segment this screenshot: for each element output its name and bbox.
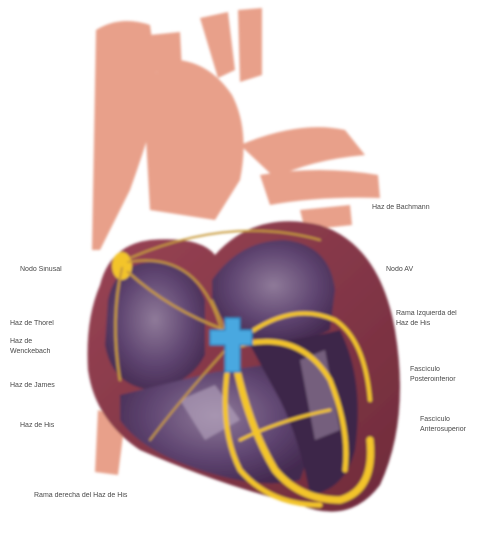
label-haz-james: Haz de James <box>10 382 55 390</box>
label-fasciculo-ant-line2: Anterosuperior <box>420 426 466 434</box>
label-fasciculo-ant-line1: Fascículo <box>420 416 450 424</box>
label-fasciculo-post-line2: Posteroinferior <box>410 376 456 384</box>
label-haz-bachmann: Haz de Bachmann <box>372 204 430 212</box>
label-haz-thorel: Haz de Thorel <box>10 320 54 328</box>
label-haz-wenckebach-line2: Wenckebach <box>10 348 50 356</box>
label-haz-his: Haz de His <box>20 422 54 430</box>
sinus-node <box>112 252 132 280</box>
label-fasciculo-post-line1: Fascículo <box>410 366 440 374</box>
label-rama-izquierda-line2: Haz de His <box>396 320 430 328</box>
label-rama-izquierda-line1: Rama Izquierda del <box>396 310 457 318</box>
label-nodo-sinusal: Nodo Sinusal <box>20 266 62 274</box>
label-rama-derecha: Rama derecha del Haz de His <box>34 492 127 500</box>
label-nodo-av: Nodo AV <box>386 266 413 274</box>
label-haz-wenckebach-line1: Haz de <box>10 338 32 346</box>
